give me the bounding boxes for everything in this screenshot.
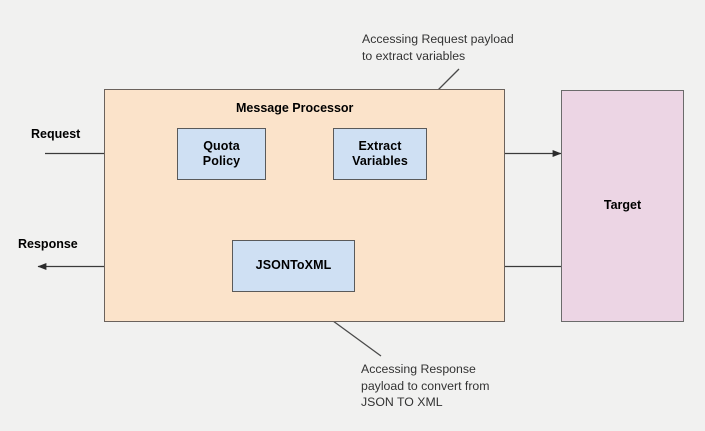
node-extract-variables-label-line2: Variables — [352, 154, 408, 168]
node-jsontoxml-label: JSONToXML — [255, 258, 332, 273]
message-processor-title: Message Processor — [236, 101, 354, 115]
node-extract-variables-label-line1: Extract — [358, 138, 402, 153]
annotation-response-payload: Accessing Response payload to convert fr… — [361, 362, 490, 410]
node-quota-policy-label-line1: Quota — [203, 138, 240, 153]
label-response: Response — [18, 237, 78, 251]
label-request: Request — [31, 127, 81, 141]
node-quota-policy-label-line2: Policy — [202, 154, 241, 168]
node-quota-policy[interactable]: Quota Policy — [177, 128, 266, 180]
node-jsontoxml[interactable]: JSONToXML — [232, 240, 355, 292]
node-extract-variables[interactable]: Extract Variables — [333, 128, 427, 180]
annotation-request-payload: Accessing Request payload to extract var… — [362, 32, 514, 63]
node-target-label: Target — [603, 198, 642, 213]
node-target[interactable]: Target — [561, 90, 684, 322]
